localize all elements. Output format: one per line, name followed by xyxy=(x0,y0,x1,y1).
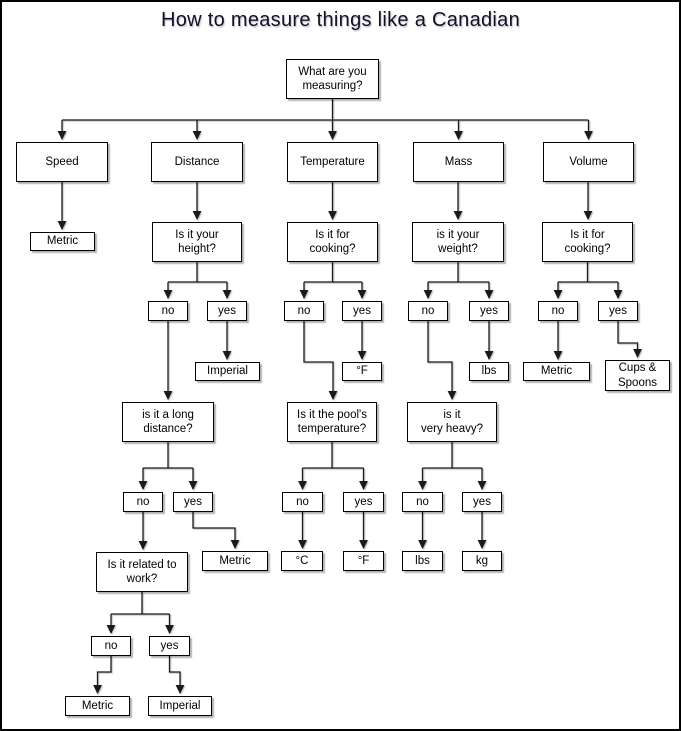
node-cooking-vol-no: no xyxy=(538,301,578,321)
node-volume: Volume xyxy=(543,142,634,182)
node-q-pool-temperature: Is it the pool's temperature? xyxy=(287,402,377,442)
node-imperial-work-result: Imperial xyxy=(148,696,212,716)
node-cooking-temp-no: no xyxy=(284,301,324,321)
node-q-related-to-work: Is it related to work? xyxy=(96,552,188,592)
node-cooking-vol-yes: yes xyxy=(598,301,638,321)
page-title: How to measure things like a Canadian xyxy=(160,9,521,31)
node-imperial-height-result: Imperial xyxy=(195,362,260,381)
node-kg-heavy-result: kg xyxy=(462,551,502,571)
node-metric-work-result: Metric xyxy=(65,696,130,716)
node-q-cooking-volume: Is it for cooking? xyxy=(542,222,633,262)
node-speed-result-metric: Metric xyxy=(30,232,95,251)
node-temperature: Temperature xyxy=(287,142,378,182)
node-lbs-weight-result: lbs xyxy=(469,362,509,381)
node-mass: Mass xyxy=(413,142,504,182)
node-metric-long-result: Metric xyxy=(202,551,268,571)
node-q-long-distance: is it a long distance? xyxy=(122,402,214,442)
node-height-no: no xyxy=(148,301,188,321)
node-celsius-pool-result: °C xyxy=(281,551,323,571)
node-weight-yes: yes xyxy=(469,301,509,321)
node-long-no: no xyxy=(123,492,163,512)
node-q-weight: is it your weight? xyxy=(412,222,504,262)
node-work-yes: yes xyxy=(149,636,190,656)
node-pool-no: no xyxy=(282,492,323,512)
node-cups-spoons-result: Cups & Spoons xyxy=(605,360,670,391)
node-lbs-heavy-result: lbs xyxy=(402,551,443,571)
node-weight-no: no xyxy=(408,301,448,321)
node-long-yes: yes xyxy=(173,492,213,512)
node-height-yes: yes xyxy=(207,301,247,321)
node-work-no: no xyxy=(91,636,131,656)
node-q-very-heavy: is it very heavy? xyxy=(407,402,497,442)
node-root-question: What are you measuring? xyxy=(286,59,379,99)
node-heavy-yes: yes xyxy=(462,492,502,512)
node-fahrenheit-cooking-result: °F xyxy=(342,362,382,381)
node-speed: Speed xyxy=(16,142,108,182)
node-fahrenheit-pool-result: °F xyxy=(343,551,384,571)
node-pool-yes: yes xyxy=(343,492,384,512)
node-q-cooking-temperature: Is it for cooking? xyxy=(287,222,378,262)
node-heavy-no: no xyxy=(402,492,443,512)
node-cooking-temp-yes: yes xyxy=(342,301,382,321)
node-q-height: Is it your height? xyxy=(152,222,242,262)
node-metric-volume-result: Metric xyxy=(523,362,590,381)
node-distance: Distance xyxy=(151,142,243,182)
